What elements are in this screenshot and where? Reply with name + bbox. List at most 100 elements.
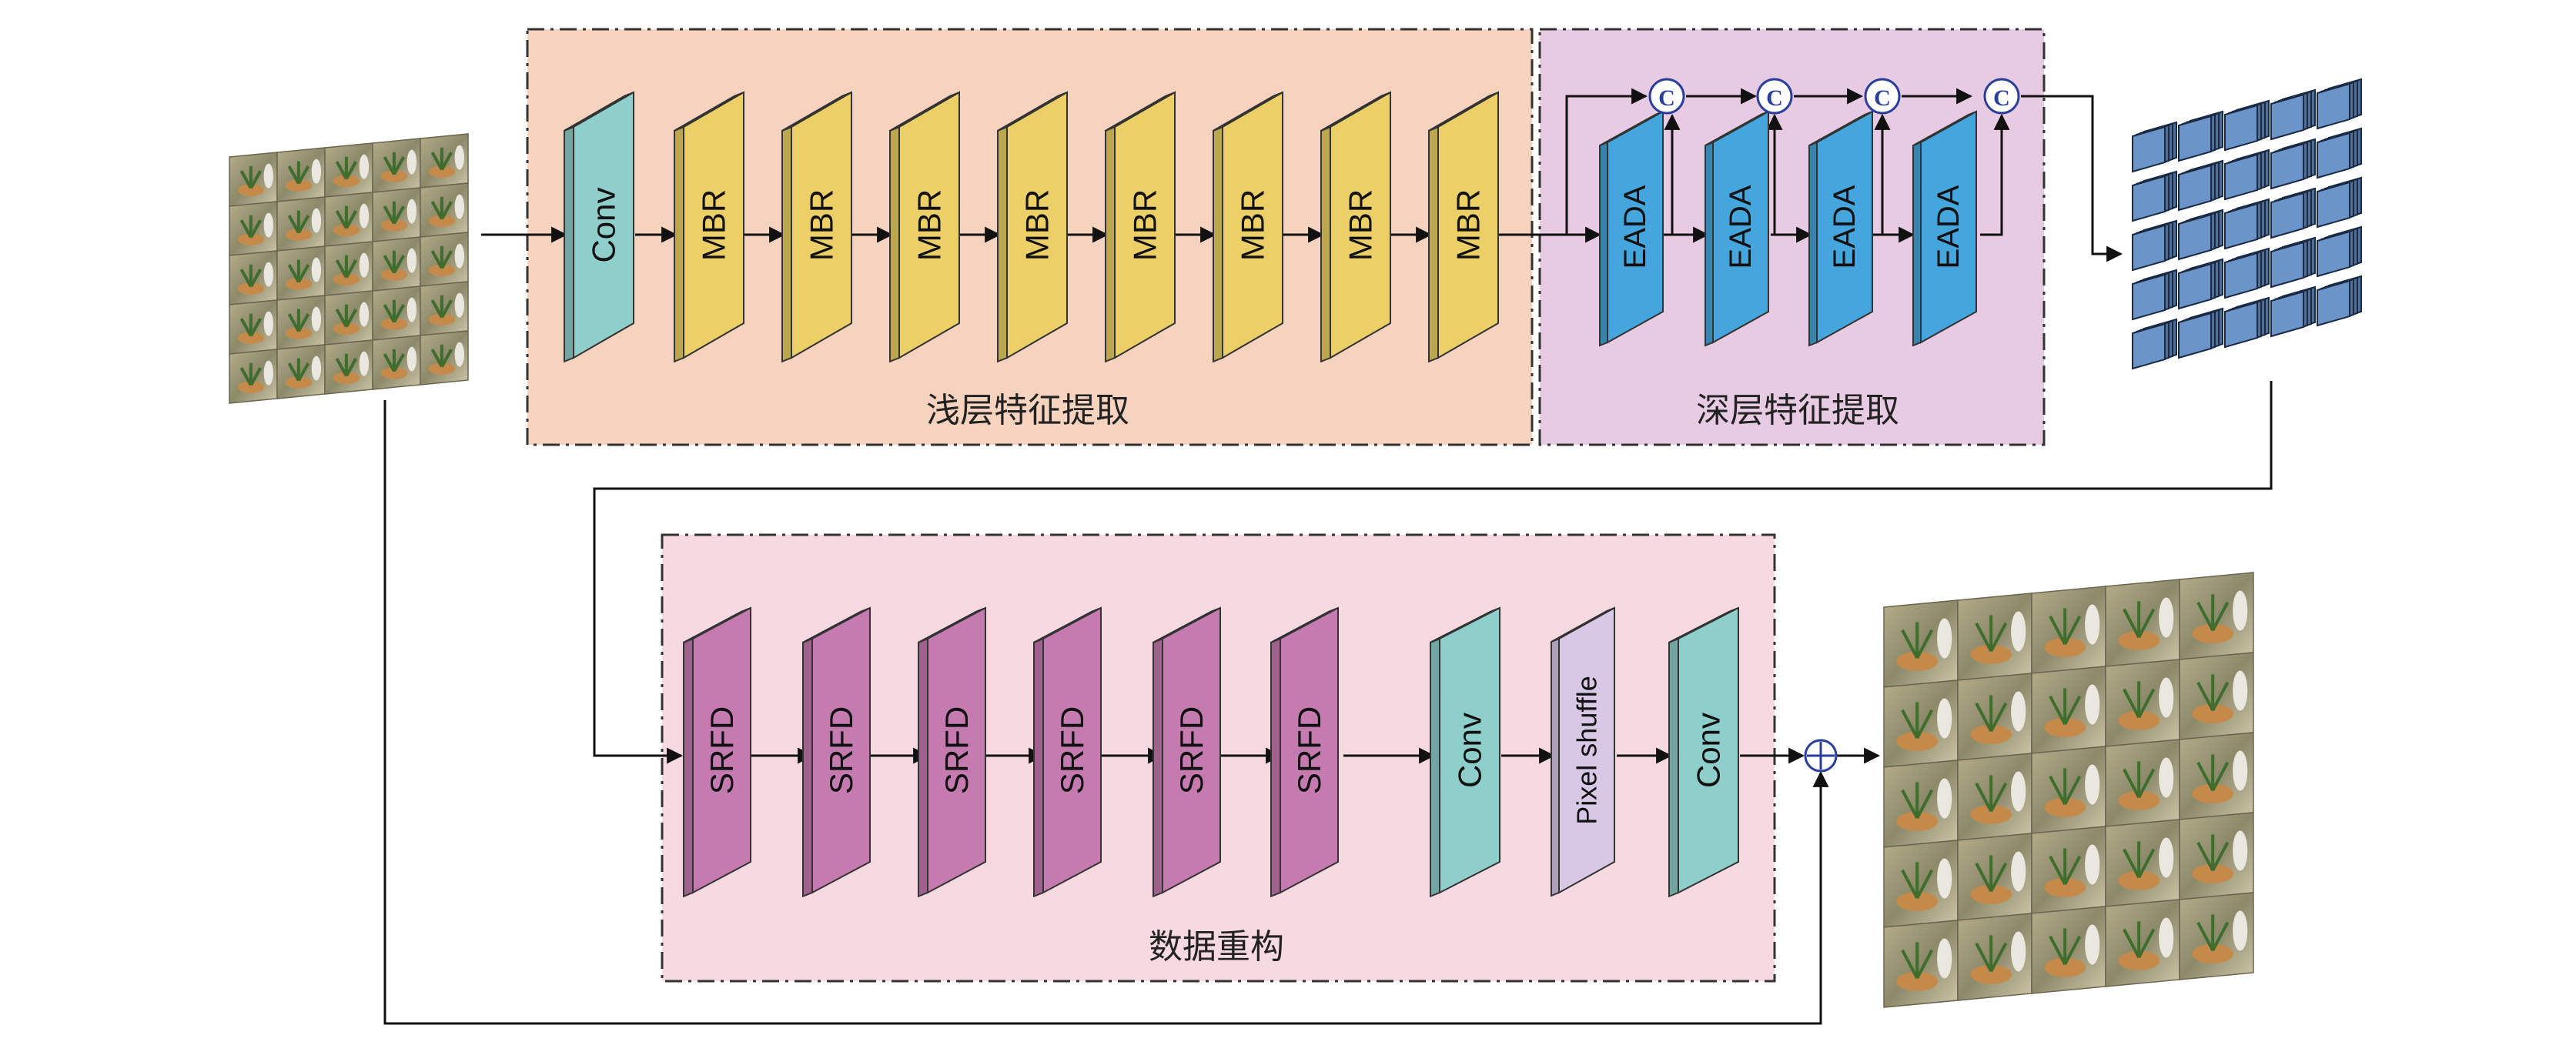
thumbnail-image [229, 299, 278, 355]
thumbnail-image [372, 335, 421, 390]
thumbnail-image [420, 330, 469, 386]
block-label: MBR [1019, 189, 1055, 261]
feature-map [2317, 127, 2362, 179]
svg-text:C: C [1993, 85, 2010, 111]
thumbnail-image [372, 285, 421, 341]
thumbnail-image [2179, 652, 2254, 740]
thumbnail-image [2105, 739, 2180, 827]
thumbnail-image [2031, 746, 2106, 834]
feature-map [2132, 121, 2177, 173]
feature-map [2132, 269, 2177, 321]
thumbnail-image [229, 349, 278, 404]
thumbnail-image [2105, 659, 2180, 747]
block-label: SRFD [1291, 706, 1327, 794]
thumbnail-image [1957, 753, 2032, 841]
block-label: EADA [1932, 185, 1965, 269]
conv-block: Conv [564, 91, 634, 363]
thumbnail-image [324, 241, 373, 296]
concat-node: C [1756, 78, 1793, 115]
thumbnail-image [324, 290, 373, 346]
thumbnail-image [324, 339, 373, 395]
block-label: MBR [1235, 189, 1271, 261]
mbr-block: MBR [1320, 91, 1391, 363]
thumbnail-image [1957, 593, 2032, 681]
svg-text:C: C [1658, 85, 1675, 111]
thumbnail-image [1883, 840, 1959, 928]
block-label: EADA [1828, 185, 1862, 269]
concat-node: C [1648, 78, 1685, 115]
mbr-block: MBR [1428, 91, 1499, 363]
thumbnail-image [372, 187, 421, 242]
thumbnail-image [372, 236, 421, 292]
thumbnail-image [420, 281, 469, 336]
thumbnail-image [229, 152, 278, 207]
feature-map [2178, 307, 2223, 359]
svg-text:C: C [1874, 85, 1891, 111]
thumbnail-image [2031, 586, 2106, 674]
feature-map [2317, 176, 2362, 229]
block-label: MBR [696, 189, 732, 261]
concat-nodes: C C C C [1648, 78, 2020, 115]
thumbnail-image [2179, 892, 2254, 980]
feature-map [2224, 198, 2270, 250]
thumbnail-image [2031, 906, 2106, 994]
light-field-output-image-grid-icon [1883, 572, 2254, 1008]
block-label: MBR [804, 189, 840, 261]
feature-map [2317, 78, 2362, 130]
eada-block: EADA [1705, 110, 1769, 347]
mbr-block: MBR [1105, 91, 1176, 363]
feature-map [2270, 88, 2316, 141]
thumbnail-image [2105, 819, 2180, 907]
feature-map-stack-icon [2132, 78, 2362, 370]
block-label: Conv [1452, 713, 1488, 788]
feature-map [2317, 225, 2362, 278]
shallow-feature-label: 浅层特征提取 [926, 391, 1129, 430]
eada-block: EADA [1912, 110, 1977, 347]
thumbnail-image [420, 133, 469, 189]
svg-text:C: C [1766, 85, 1783, 111]
mbr-block: MBR [997, 91, 1068, 363]
srfd-block: SRFD [1270, 606, 1339, 898]
mbr-block: MBR [889, 91, 960, 363]
block-label: Conv [586, 187, 622, 262]
feature-map [2178, 159, 2223, 212]
feature-map [2224, 247, 2270, 299]
deep-feature-label: 深层特征提取 [1696, 391, 1899, 430]
block-label: SRFD [938, 706, 975, 794]
feature-map [2270, 236, 2316, 289]
block-label: MBR [1343, 189, 1379, 261]
thumbnail-image [2105, 579, 2180, 667]
thumbnail-image [1957, 913, 2032, 1001]
block-label: SRFD [1054, 706, 1090, 794]
thumbnail-image [2031, 666, 2106, 754]
conv-block: Conv [1668, 606, 1739, 898]
eada-block: EADA [1808, 110, 1873, 347]
light-field-input-image-grid-icon [229, 133, 469, 404]
thumbnail-image [324, 142, 373, 198]
block-label: MBR [1127, 189, 1163, 261]
feature-map [2132, 219, 2177, 272]
thumbnail-image [2031, 826, 2106, 914]
elementwise-add-node [1804, 739, 1838, 773]
block-label: EADA [1618, 185, 1652, 269]
block-label: MBR [1450, 189, 1487, 261]
srfd-block: SRFD [918, 606, 986, 898]
block-label: SRFD [1173, 706, 1209, 794]
thumbnail-image [1883, 920, 1959, 1008]
thumbnail-image [1883, 599, 1959, 688]
mbr-block: MBR [674, 91, 744, 363]
block-label: MBR [912, 189, 948, 261]
conv-block: Conv [1430, 606, 1500, 898]
thumbnail-image [229, 250, 278, 305]
pixel-shuffle-block: Pixel shuffle [1551, 606, 1615, 897]
mbr-block: MBR [1213, 91, 1283, 363]
srfd-block: SRFD [1033, 606, 1102, 898]
mbr-block: MBR [781, 91, 852, 363]
network-blocks: Conv MBR MBR MBR MBR MBR MBR MBR MBR EADA EADA EADA… [564, 91, 1977, 898]
feature-map [2270, 285, 2316, 338]
thumbnail-image [276, 196, 326, 252]
block-label: SRFD [823, 706, 859, 794]
connection-lines [383, 88, 2273, 1025]
feature-map [2270, 138, 2316, 190]
